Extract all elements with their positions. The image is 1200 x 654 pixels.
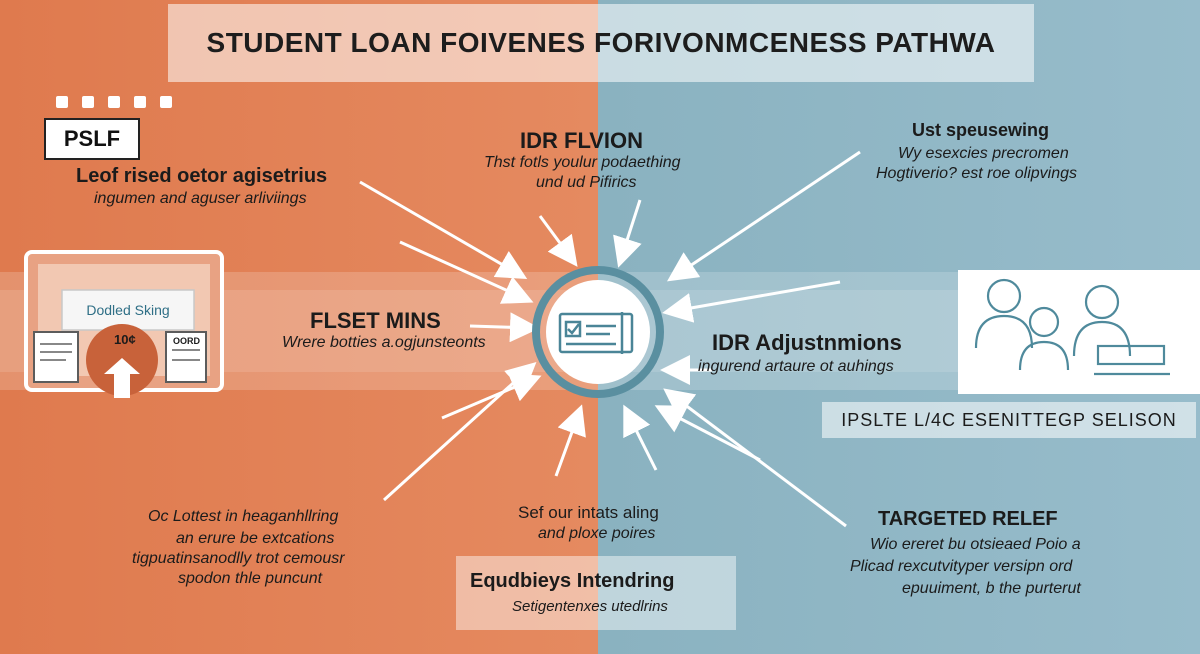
arrow-left-bottom-1 xyxy=(382,361,537,502)
bottom-center-line2: and ploxe poires xyxy=(538,525,656,542)
arrow-right-top-2 xyxy=(662,280,841,323)
left-bottom-line2: an erure be extcations xyxy=(176,530,335,547)
bottom-right-line1: Wio ereret bu otsieaed Poio a xyxy=(870,536,1081,553)
top-right-line1: Wy esexcies precromen xyxy=(898,145,1069,162)
laptop-screen-label: Dodled Sking xyxy=(86,302,170,318)
arrow-left-bottom-2 xyxy=(441,373,542,420)
bottom-right-heading: TARGETED RELEF xyxy=(878,508,1058,530)
laptop-doc-label: OORD xyxy=(173,336,200,346)
right-banner: IPSLTE L/4C ESENITTEGP SELISON xyxy=(822,402,1196,438)
left-bottom-line1: Oc Lottest in heaganhllring xyxy=(148,508,339,525)
hub-ring xyxy=(532,266,664,398)
arrow-right-top-1 xyxy=(667,150,861,282)
left-bottom-line4: spodon thle puncunt xyxy=(178,570,323,587)
arrow-bottom-center-1 xyxy=(554,404,586,477)
top-center-line1: Thst fotls youlur podaething xyxy=(484,154,681,171)
bottom-right-line3: epuuiment, b the purterut xyxy=(902,580,1081,597)
right-mid-sub: ingurend artaure ot auhings xyxy=(698,358,894,375)
left-top-sub: ingumen and aguser arliviings xyxy=(94,190,307,207)
bottom-box-heading: Equdbieys Intendring xyxy=(470,570,675,592)
arrow-top-center-1 xyxy=(538,215,578,267)
left-mid-heading: FLSET MINS xyxy=(310,308,441,333)
left-bottom-line3: tigpuatinsanodlly trot cemousr xyxy=(132,550,345,567)
arrow-left-mid xyxy=(469,312,540,343)
laptop-illustration xyxy=(24,250,224,398)
hub-circle xyxy=(546,280,650,384)
top-center-heading: IDR FLVION xyxy=(520,128,644,153)
arrow-left-top-1 xyxy=(359,180,528,280)
top-right-line2: Hogtiverio? est roe olipvings xyxy=(876,165,1077,182)
bottom-box xyxy=(456,556,736,630)
arrow-left-top-2 xyxy=(399,240,534,304)
arrow-right-bottom-2 xyxy=(654,405,761,462)
bottom-box-sub: Setigentenxes utedlrins xyxy=(512,598,668,615)
left-mid-sub: Wrere botties a.ogjunsteonts xyxy=(282,334,486,351)
badge-dots xyxy=(56,96,172,108)
pslf-badge: PSLF xyxy=(44,118,140,160)
arrow-bottom-center-2 xyxy=(623,404,658,471)
title-banner: STUDENT LOAN FOIVENES FORIVONMCENESS PAT… xyxy=(168,4,1034,82)
people-panel xyxy=(958,270,1200,394)
top-center-line2: und ud Pifirics xyxy=(536,174,637,191)
right-mid-heading: IDR Adjustnmions xyxy=(712,330,902,355)
bottom-center-line1: Sef our intats aling xyxy=(518,503,659,522)
bottom-right-line2: Plicad rexcutvityper versipn ord xyxy=(850,558,1073,575)
arrow-top-center-2 xyxy=(613,199,642,268)
hub-document-icon xyxy=(558,312,634,354)
page-title: STUDENT LOAN FOIVENES FORIVONMCENESS PAT… xyxy=(206,27,996,58)
left-top-heading: Leof rised oetor agisetrius xyxy=(76,165,328,187)
laptop-badge: 10¢ xyxy=(114,332,136,347)
top-right-heading: Ust speusewing xyxy=(912,120,1050,140)
